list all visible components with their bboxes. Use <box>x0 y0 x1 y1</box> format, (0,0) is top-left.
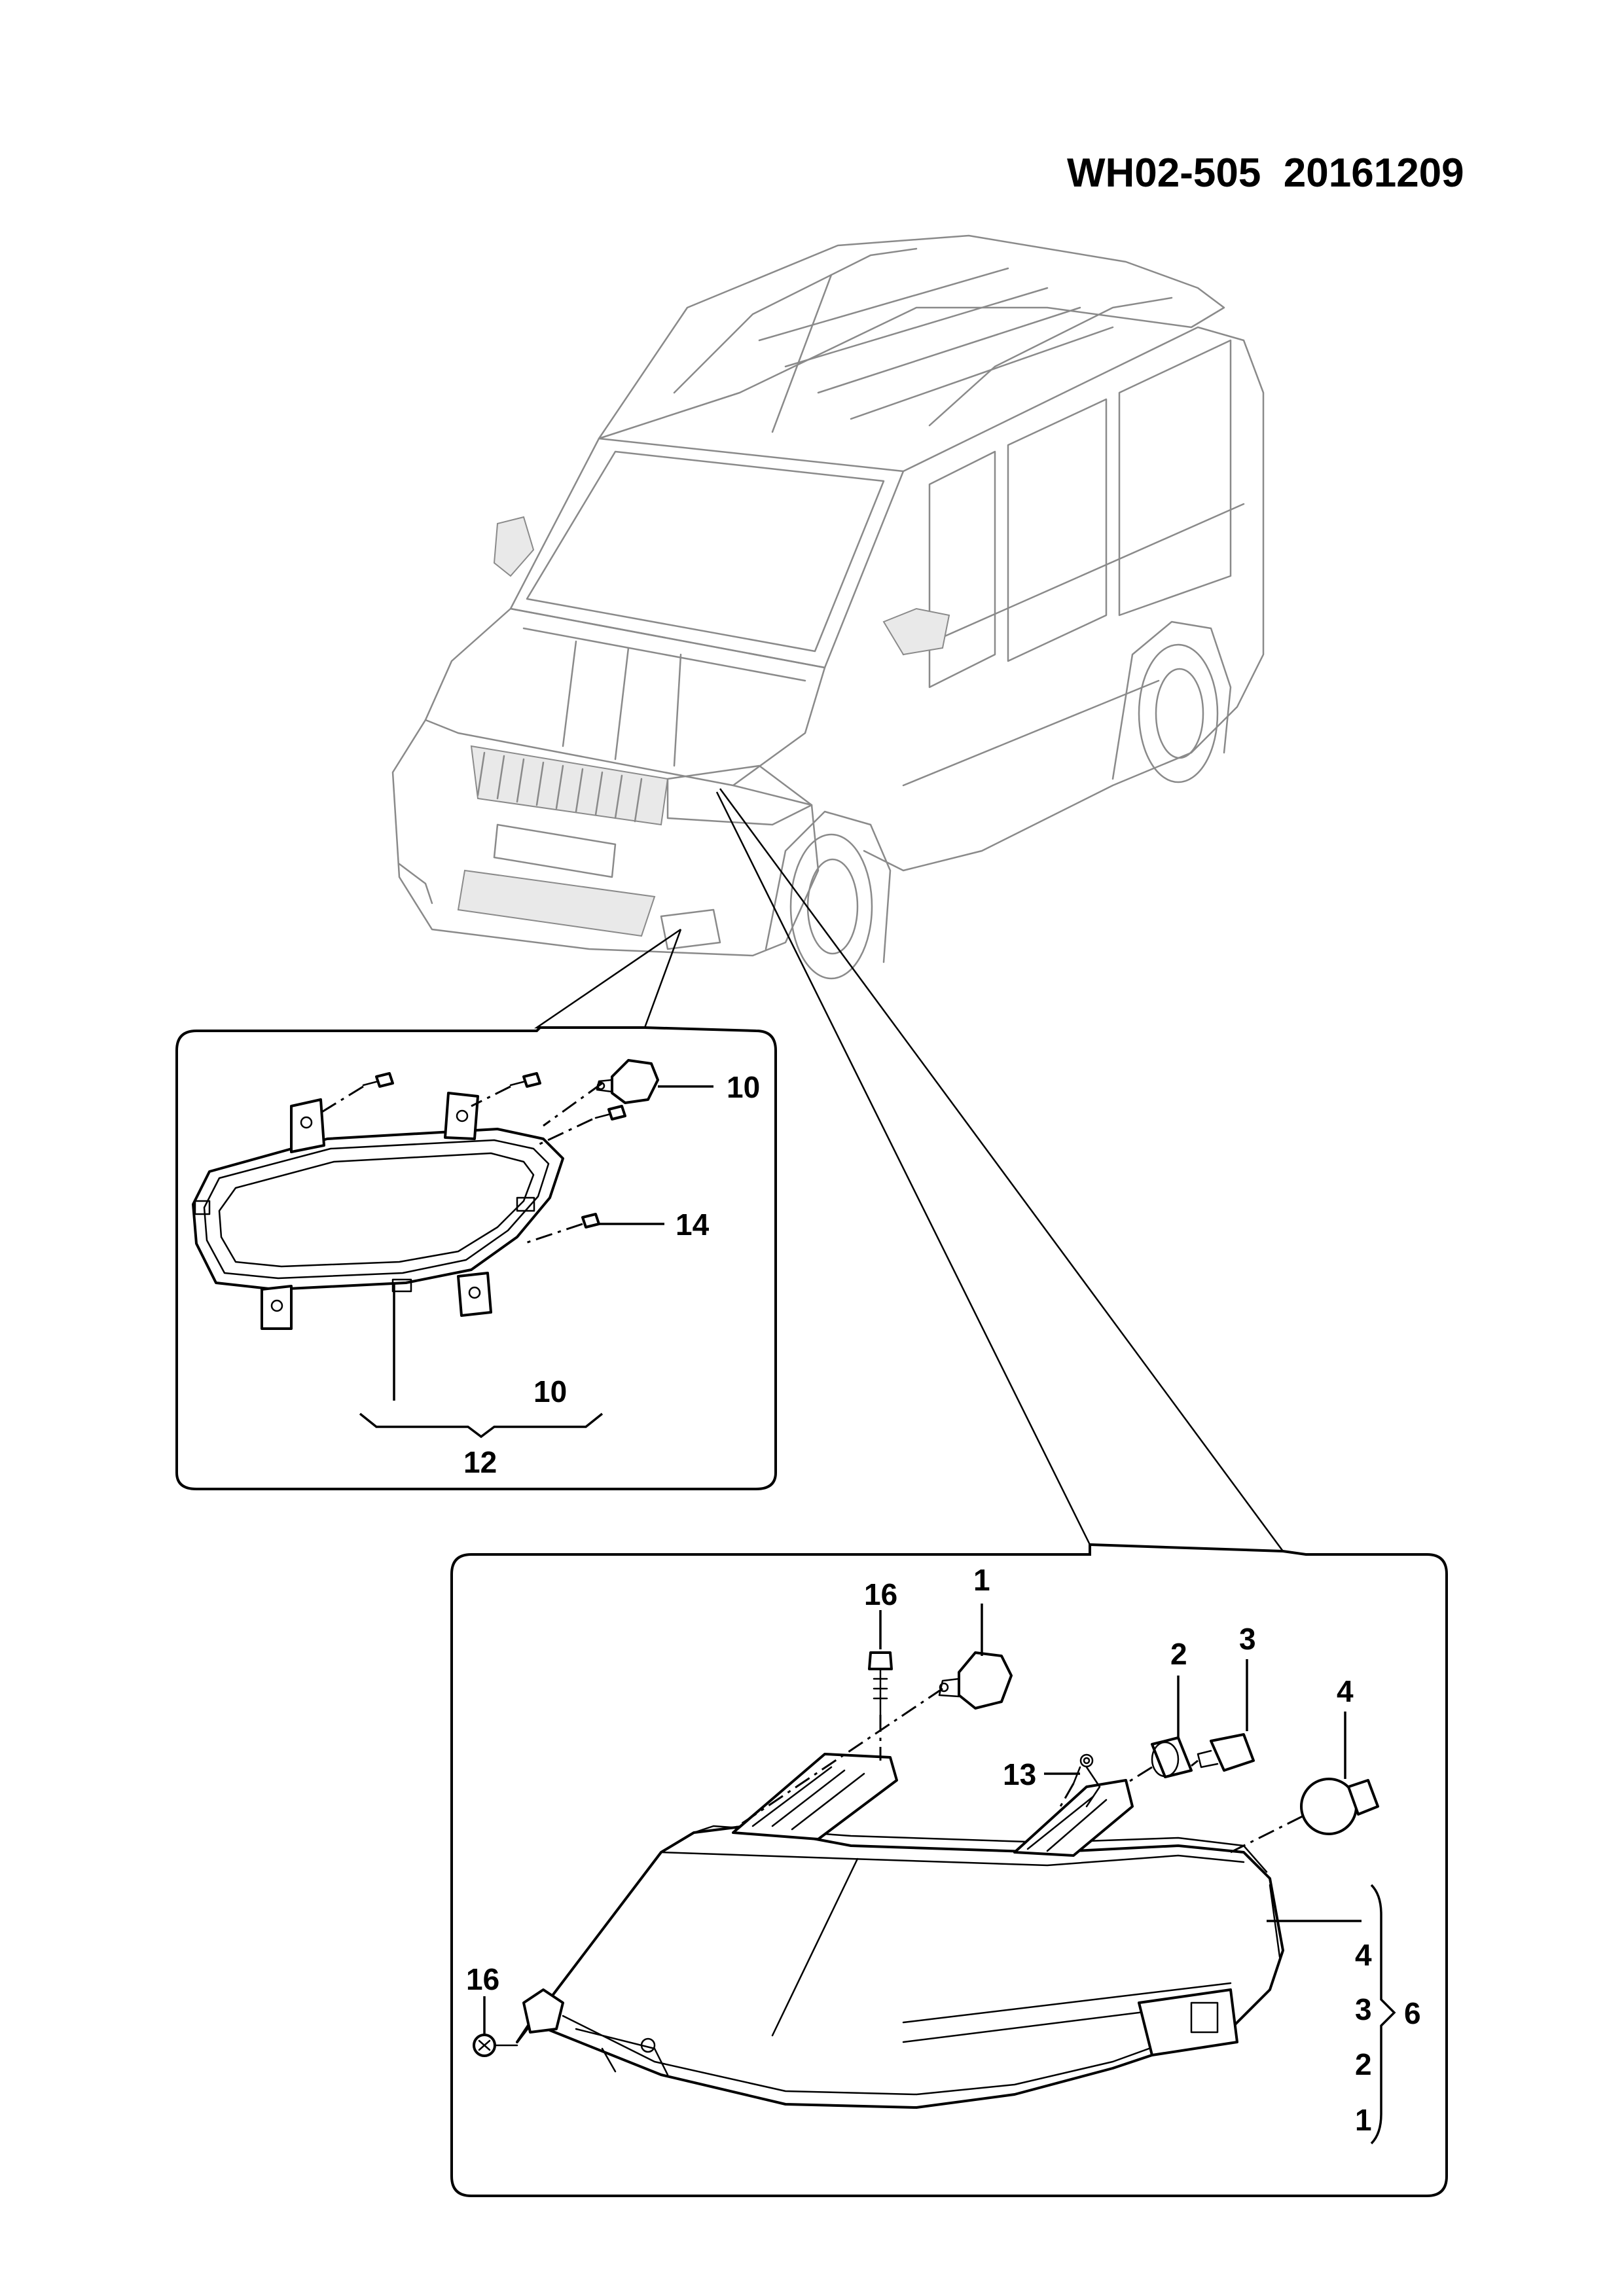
headlamp-lower-clip <box>473 2034 518 2057</box>
callout-assembly-total: 6 <box>1404 1996 1421 2030</box>
headlamp-inset <box>450 1543 1448 2197</box>
callout-fog-assembly: 12 <box>463 1445 497 1479</box>
callout-position-bulb: 2 <box>1170 1637 1187 1671</box>
headlamp-housing <box>516 1753 1284 2109</box>
headlamp-top-clip <box>868 1651 893 1716</box>
fog-lamp-inset-frame <box>175 1026 777 1490</box>
headlamp-assembly-list: 4 3 2 1 <box>1355 1938 1372 2137</box>
assembly-list-item: 2 <box>1355 2047 1372 2081</box>
callout-fog-bulb: 10 <box>727 1070 760 1104</box>
headlamp-inset-frame <box>450 1543 1448 2197</box>
assembly-list-item: 4 <box>1355 1938 1372 1972</box>
vehicle-illustration <box>391 234 1265 980</box>
fog-lamp-screw-14 <box>581 1213 600 1229</box>
fog-lamp-inset <box>175 1026 777 1490</box>
headlamp-position-bulb <box>1151 1736 1193 1778</box>
assembly-list-item: 1 <box>1355 2103 1372 2137</box>
callout-low-beam-socket: 1 <box>973 1563 990 1597</box>
fog-lamp-bezel <box>192 1092 564 1330</box>
callout-fog-bracket-group: 10 <box>533 1374 567 1408</box>
callout-top-clip: 16 <box>864 1577 897 1611</box>
fog-lamp-bulb <box>596 1059 659 1104</box>
assembly-list-item: 3 <box>1355 1992 1372 2026</box>
headlamp-turn-socket <box>1197 1733 1255 1772</box>
headlamp-low-beam-socket <box>938 1651 1013 1710</box>
headlamp-turn-bulb <box>1300 1778 1379 1835</box>
callout-turn-bulb: 4 <box>1337 1674 1354 1708</box>
fog-lamp-screw <box>362 1072 626 1229</box>
callout-adjuster-screw: 13 <box>1003 1757 1036 1791</box>
callout-turn-socket: 3 <box>1239 1622 1256 1656</box>
headlamp-adjuster-screw <box>1072 1753 1101 1808</box>
callout-fog-screw: 14 <box>676 1208 710 1242</box>
callout-lower-clip: 16 <box>466 1962 499 1996</box>
document-code: WH02-505 20161209 <box>1067 151 1464 196</box>
